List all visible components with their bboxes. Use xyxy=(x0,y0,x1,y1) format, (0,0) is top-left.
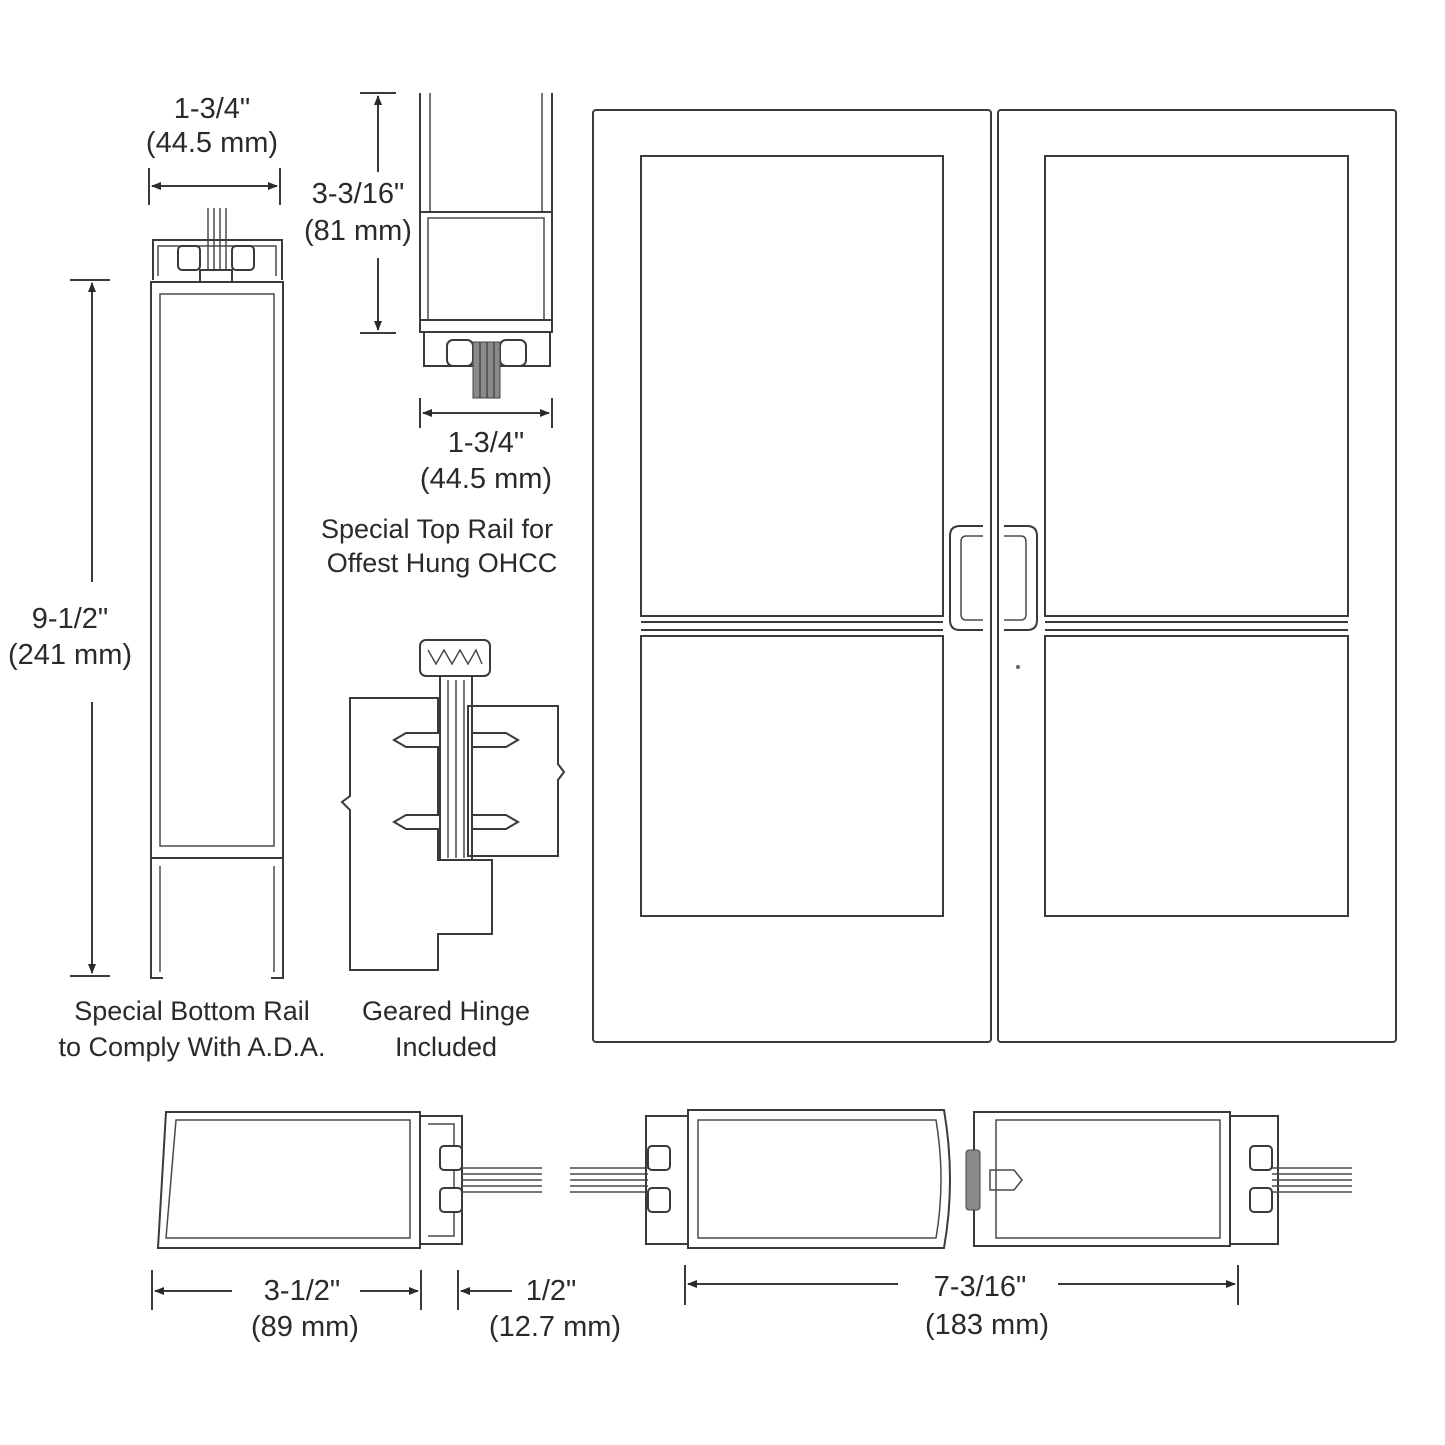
meeting-stiles-in-label: 7-3/16" xyxy=(934,1271,1027,1303)
rail-height-mm-label: (241 mm) xyxy=(8,639,132,671)
left-glass-plan xyxy=(462,1167,542,1193)
top-rail-caption-line2: Offest Hung OHCC xyxy=(327,548,558,578)
left-lower-glass xyxy=(640,635,944,917)
geared-hinge-detail: Geared Hinge Included xyxy=(340,639,566,1062)
top-rail-caption-line1: Special Top Rail for xyxy=(321,514,553,544)
left-door-leaf xyxy=(592,109,992,1043)
bottom-rail-caption-line2: to Comply With A.D.A. xyxy=(58,1032,325,1062)
center-glass-plan xyxy=(570,1167,648,1193)
gap-in-label: 1/2" xyxy=(526,1275,577,1307)
left-pull-handle xyxy=(949,525,983,631)
top-rail-width-in-label: 1-3/4" xyxy=(448,427,524,459)
right-pull-handle xyxy=(1004,525,1038,631)
hinge-caption-line1: Geared Hinge xyxy=(362,996,530,1026)
left-upper-glass xyxy=(640,155,944,617)
hinge-caption-line2: Included xyxy=(395,1032,497,1062)
top-rail-section: 3-3/16" (81 mm) 1-3/4" (44.5 mm) Special… xyxy=(304,92,558,578)
bottom-rail-section: 1-3/4" (44.5 mm) 9-1/2" (241 mm) Special xyxy=(8,93,326,1062)
hinge-stile-mm-label: (89 mm) xyxy=(251,1311,359,1343)
plan-section: 3-1/2" (89 mm) 1/2" (12.7 mm) 7-3/16" (1… xyxy=(151,1109,1352,1343)
double-door-elevation xyxy=(592,109,1397,1043)
right-lower-glass xyxy=(1044,635,1349,917)
bottom-rail-caption-line1: Special Bottom Rail xyxy=(74,996,310,1026)
stile-width-in-label: 1-3/4" xyxy=(174,93,250,125)
gap-mm-label: (12.7 mm) xyxy=(489,1311,621,1343)
stile-width-mm-label: (44.5 mm) xyxy=(146,127,278,159)
hinge-stile-in-label: 3-1/2" xyxy=(264,1275,340,1307)
top-rail-height-in-label: 3-3/16" xyxy=(312,178,405,210)
top-rail-width-mm-label: (44.5 mm) xyxy=(420,463,552,495)
meeting-stiles-mm-label: (183 mm) xyxy=(925,1309,1049,1341)
right-door-leaf xyxy=(997,109,1397,1043)
right-glass-plan xyxy=(1272,1167,1352,1193)
right-upper-glass xyxy=(1044,155,1349,617)
top-rail-height-mm-label: (81 mm) xyxy=(304,215,412,247)
rail-height-in-label: 9-1/2" xyxy=(32,603,108,635)
